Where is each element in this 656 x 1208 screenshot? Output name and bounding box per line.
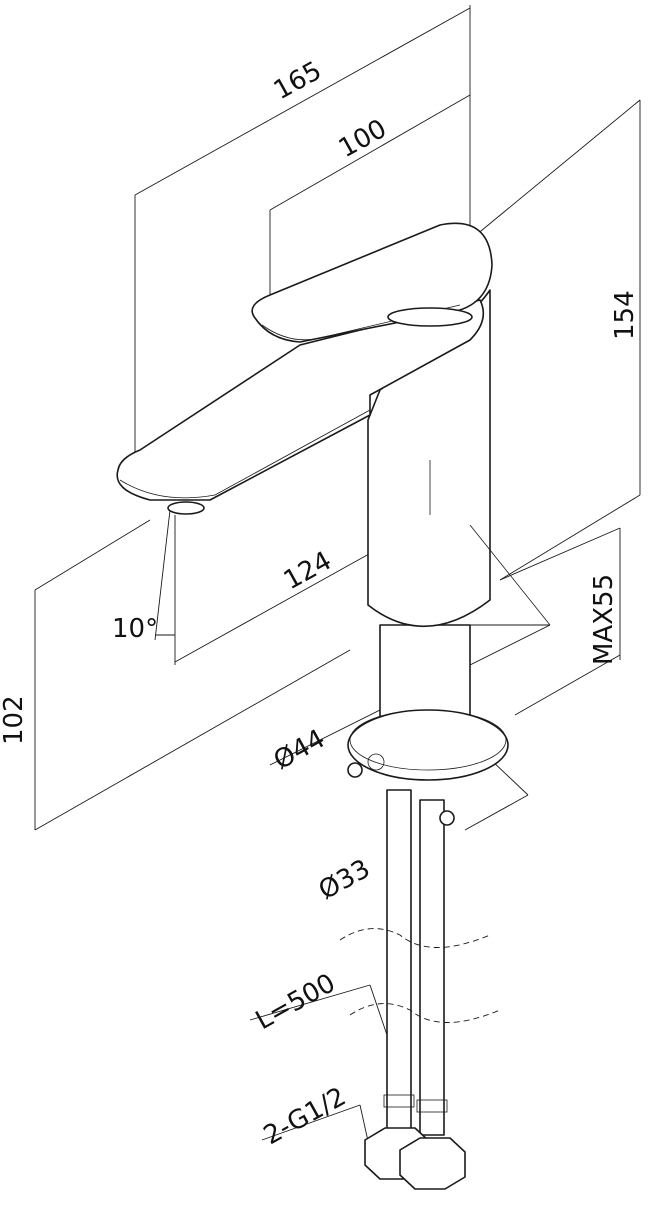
hose-length-label: L=500 (251, 968, 341, 1036)
dim-102-label: 102 (0, 695, 29, 745)
dim-max55-label: MAX55 (589, 574, 619, 665)
connection-label: 2-G1/2 (259, 1082, 351, 1151)
dimension-lines (34, 5, 641, 1151)
dim-44-label: Ø44 (269, 724, 330, 776)
dim-165-label: 165 (269, 56, 327, 106)
dim-10-label: 10° (112, 614, 158, 644)
spout (116, 299, 485, 501)
dim-154-label: 154 (610, 290, 640, 340)
base-ring (347, 709, 509, 826)
hoses (339, 789, 501, 1136)
dim-124-label: 124 (279, 546, 337, 596)
hose-nuts (364, 1127, 466, 1190)
dim-33-label: Ø33 (314, 854, 375, 906)
